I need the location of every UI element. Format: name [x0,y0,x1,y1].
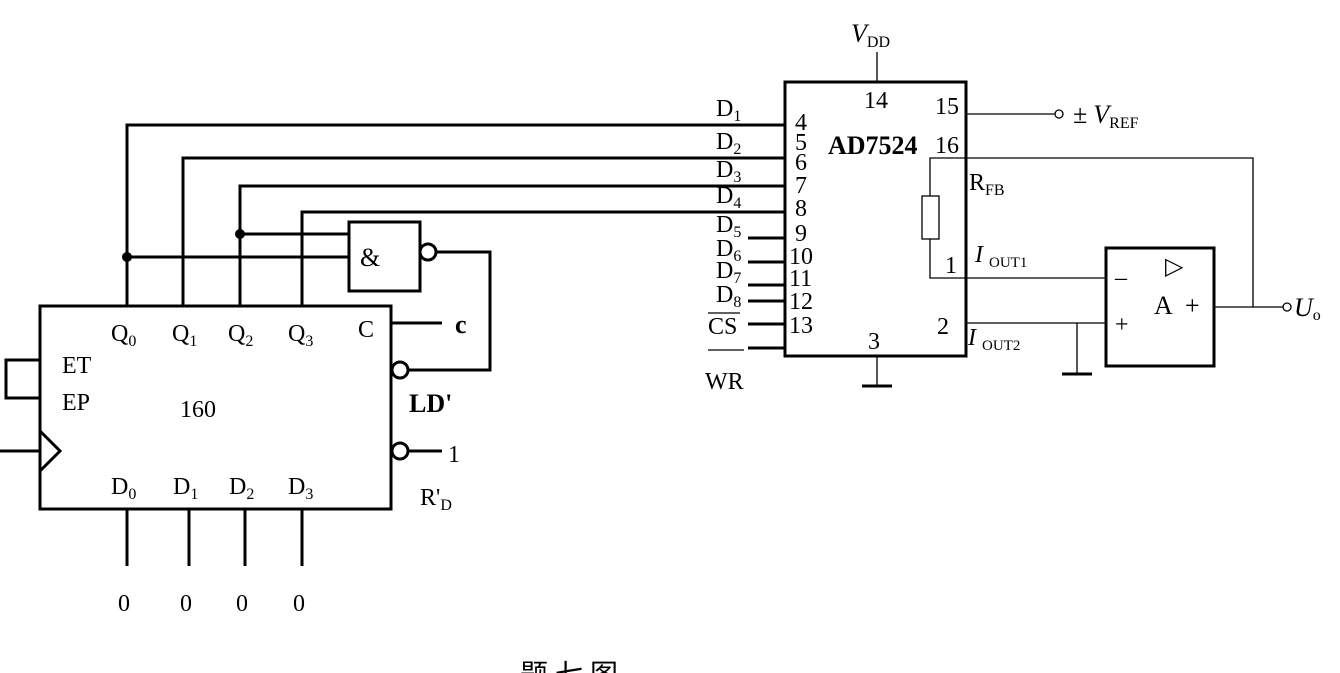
rd-input-value: 1 [448,442,460,468]
opamp-plus-input: + [1115,312,1129,338]
data-bus-wires [122,123,785,372]
dac-d7-label: D7 [716,258,741,287]
dac-pin-5: 5 [795,130,807,156]
pin-2: 2 [937,314,949,340]
d3-input-value: 0 [293,591,305,617]
q3-label: Q3 [288,321,313,350]
dac-pin-10: 10 [789,244,813,270]
pin-1: 1 [945,253,957,279]
vref-label: ±VREF [1073,100,1139,132]
dac-pin-12: 12 [789,289,813,315]
dac-pin-7: 7 [795,173,807,199]
nand-symbol: & [360,243,380,272]
pin-16: 16 [935,133,959,159]
nand-gate: & [347,220,438,293]
opamp-plus-output: + [1185,291,1200,320]
figure-caption: 题 七 图 [520,660,618,673]
q2-label: Q2 [228,321,253,350]
opamp-minus-input: – [1114,265,1128,291]
d2-input-value: 0 [236,591,248,617]
ep-label: EP [62,390,90,416]
d3-label: D3 [288,474,313,503]
output-uo-label: Uo [1294,293,1321,324]
dac-d2-label: D2 [716,129,741,158]
counter-160: ET EP 160 Q0 Q1 Q2 Q3 C c LD' 1 R'D D0 D… [0,304,467,617]
pin-15: 15 [935,94,959,120]
d1-input-value: 0 [180,591,192,617]
rfb-label: RFB [969,170,1005,199]
vdd-label: VDD [851,19,890,51]
dac-pin-11: 11 [789,266,812,292]
q1-label: Q1 [172,321,197,350]
et-label: ET [62,353,92,379]
dac-pin-6: 6 [795,150,807,176]
ld-label: LD' [409,389,452,418]
dac-d3-label: D3 [716,157,741,186]
dac-pin-9: 9 [795,221,807,247]
op-amp: ▷ – + A + Uo [1104,246,1321,368]
d0-input-value: 0 [118,591,130,617]
d1-label: D1 [173,474,198,503]
d0-label: D0 [111,474,136,503]
cs-label: CS [708,314,737,340]
c-pin-label: C [358,317,374,343]
q0-label: Q0 [111,321,136,350]
dac-pin-4: 4 [795,110,807,136]
dac-chip-name: AD7524 [828,131,918,160]
rd-label: R'D [420,485,452,514]
pin-3: 3 [868,329,880,355]
dac-d8-label: D8 [716,282,741,311]
d2-label: D2 [229,474,254,503]
dac-pin-8: 8 [795,196,807,222]
dac-d4-label: D4 [716,183,741,212]
dac-d5-label: D5 [716,212,741,241]
opamp-name: A [1154,291,1173,320]
pin-14: 14 [864,88,888,114]
wr-label: WR [705,369,744,395]
opamp-triangle: ▷ [1165,254,1184,280]
dac-d6-label: D6 [716,236,741,265]
chip-label-160: 160 [180,397,216,423]
c-output-label: c [455,310,467,339]
dac-pin-13: 13 [789,313,813,339]
dac-d1-label: D1 [716,96,741,125]
